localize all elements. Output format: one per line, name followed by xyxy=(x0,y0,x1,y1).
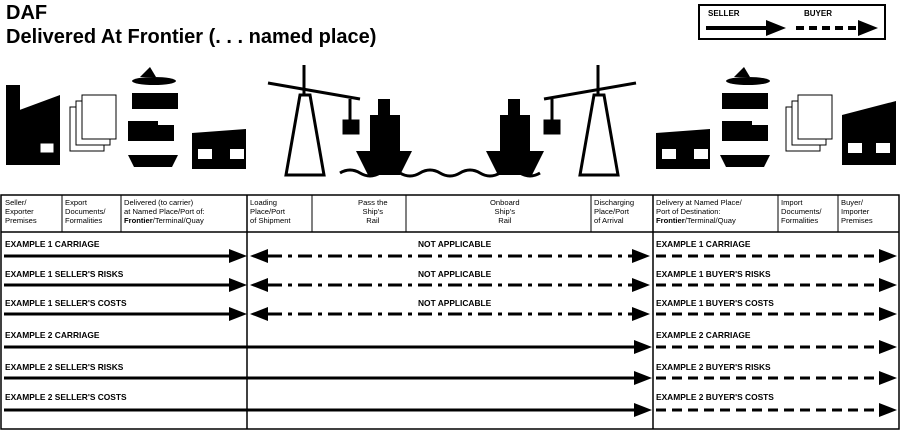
origin-ship-icon xyxy=(356,99,412,175)
row-4-right-label: EXAMPLE 2 CARRIAGE xyxy=(656,330,751,340)
legend-arrows xyxy=(706,20,878,36)
col-loading-place: Loading Place/Port of Shipment xyxy=(250,198,291,225)
row-5-buyer-arrow-head xyxy=(879,371,897,385)
col-onboard-ships-rail: Onboard Ship's Rail xyxy=(490,198,520,225)
export-documents-icon xyxy=(69,94,117,152)
title-name: Delivered At Frontier (. . . named place… xyxy=(6,26,377,48)
legend-box: SELLER BUYER xyxy=(698,4,886,40)
row-1-right-label: EXAMPLE 1 CARRIAGE xyxy=(656,239,751,249)
col-discharging-place: Discharging Place/Port of Arrival xyxy=(594,198,635,225)
legend-seller-label: SELLER xyxy=(708,9,740,18)
row-5-seller-arrow-head xyxy=(634,371,652,385)
row-5-left-label: EXAMPLE 2 SELLER'S RISKS xyxy=(5,362,124,372)
row-5-right-label: EXAMPLE 2 BUYER'S RISKS xyxy=(656,362,771,372)
seller-warehouse-icon xyxy=(192,129,246,169)
row-3-left-label: EXAMPLE 1 SELLER'S COSTS xyxy=(5,298,127,308)
row-4-left-label: EXAMPLE 2 CARRIAGE xyxy=(5,330,100,340)
row-6-buyer-arrow-head xyxy=(879,403,897,417)
import-documents-icon xyxy=(785,94,833,152)
buyer-premises-icon xyxy=(842,101,896,165)
illustration-strip xyxy=(6,65,896,178)
row-3-buyer-arrow-head xyxy=(879,307,897,321)
row-6-right-label: EXAMPLE 2 BUYER'S COSTS xyxy=(656,392,774,402)
buyer-warehouse-icon xyxy=(656,129,710,169)
row-4-seller-arrow-head xyxy=(634,340,652,354)
col-delivered-to-carrier: Delivered (to carrier) at Named Place/Po… xyxy=(124,198,205,225)
row-3-not-applicable-right-head xyxy=(632,307,650,321)
row-3-middle-label: NOT APPLICABLE xyxy=(418,298,492,308)
row-2-middle-label: NOT APPLICABLE xyxy=(418,269,492,279)
col-pass-ships-rail: Pass the Ship's Rail xyxy=(358,198,388,225)
row-1-seller-arrow-head xyxy=(229,249,247,263)
seller-factory-icon xyxy=(6,85,60,165)
col-export-documents: Export Documents/ Formalities xyxy=(65,198,106,225)
row-6-seller-arrow-head xyxy=(634,403,652,417)
row-3-seller-arrow-head xyxy=(229,307,247,321)
loading-crane-icon xyxy=(267,65,361,177)
buyer-transport-icon xyxy=(720,67,770,167)
col-buyer-premises: Buyer/ Importer Premises xyxy=(841,198,873,225)
destination-ship-icon xyxy=(486,99,544,175)
row-2-buyer-arrow-head xyxy=(879,278,897,292)
row-2-not-applicable-right-head xyxy=(632,278,650,292)
col-import-documents: Import Documents/ Formalities xyxy=(781,198,822,225)
row-2-not-applicable-left-head xyxy=(250,278,268,292)
row-1-buyer-arrow-head xyxy=(879,249,897,263)
row-2-left-label: EXAMPLE 1 SELLER'S RISKS xyxy=(5,269,124,279)
row-4-buyer-arrow-head xyxy=(879,340,897,354)
row-2-seller-arrow-head xyxy=(229,278,247,292)
row-3-not-applicable-left-head xyxy=(250,307,268,321)
col-seller-premises: Seller/ Exporter Premises xyxy=(5,198,37,225)
row-1-not-applicable-left-head xyxy=(250,249,268,263)
title-code: DAF xyxy=(6,2,48,24)
row-1-left-label: EXAMPLE 1 CARRIAGE xyxy=(5,239,100,249)
row-3-right-label: EXAMPLE 1 BUYER'S COSTS xyxy=(656,298,774,308)
seller-transport-icon xyxy=(128,67,178,167)
flow-table-grid xyxy=(0,194,900,430)
col-delivery-named-place: Delivery at Named Place/ Port of Destina… xyxy=(656,198,742,225)
row-2-right-label: EXAMPLE 1 BUYER'S RISKS xyxy=(656,269,771,279)
discharging-crane-icon xyxy=(543,65,637,177)
legend-buyer-label: BUYER xyxy=(804,9,833,18)
row-1-middle-label: NOT APPLICABLE xyxy=(418,239,492,249)
row-1-not-applicable-right-head xyxy=(632,249,650,263)
row-6-left-label: EXAMPLE 2 SELLER'S COSTS xyxy=(5,392,127,402)
